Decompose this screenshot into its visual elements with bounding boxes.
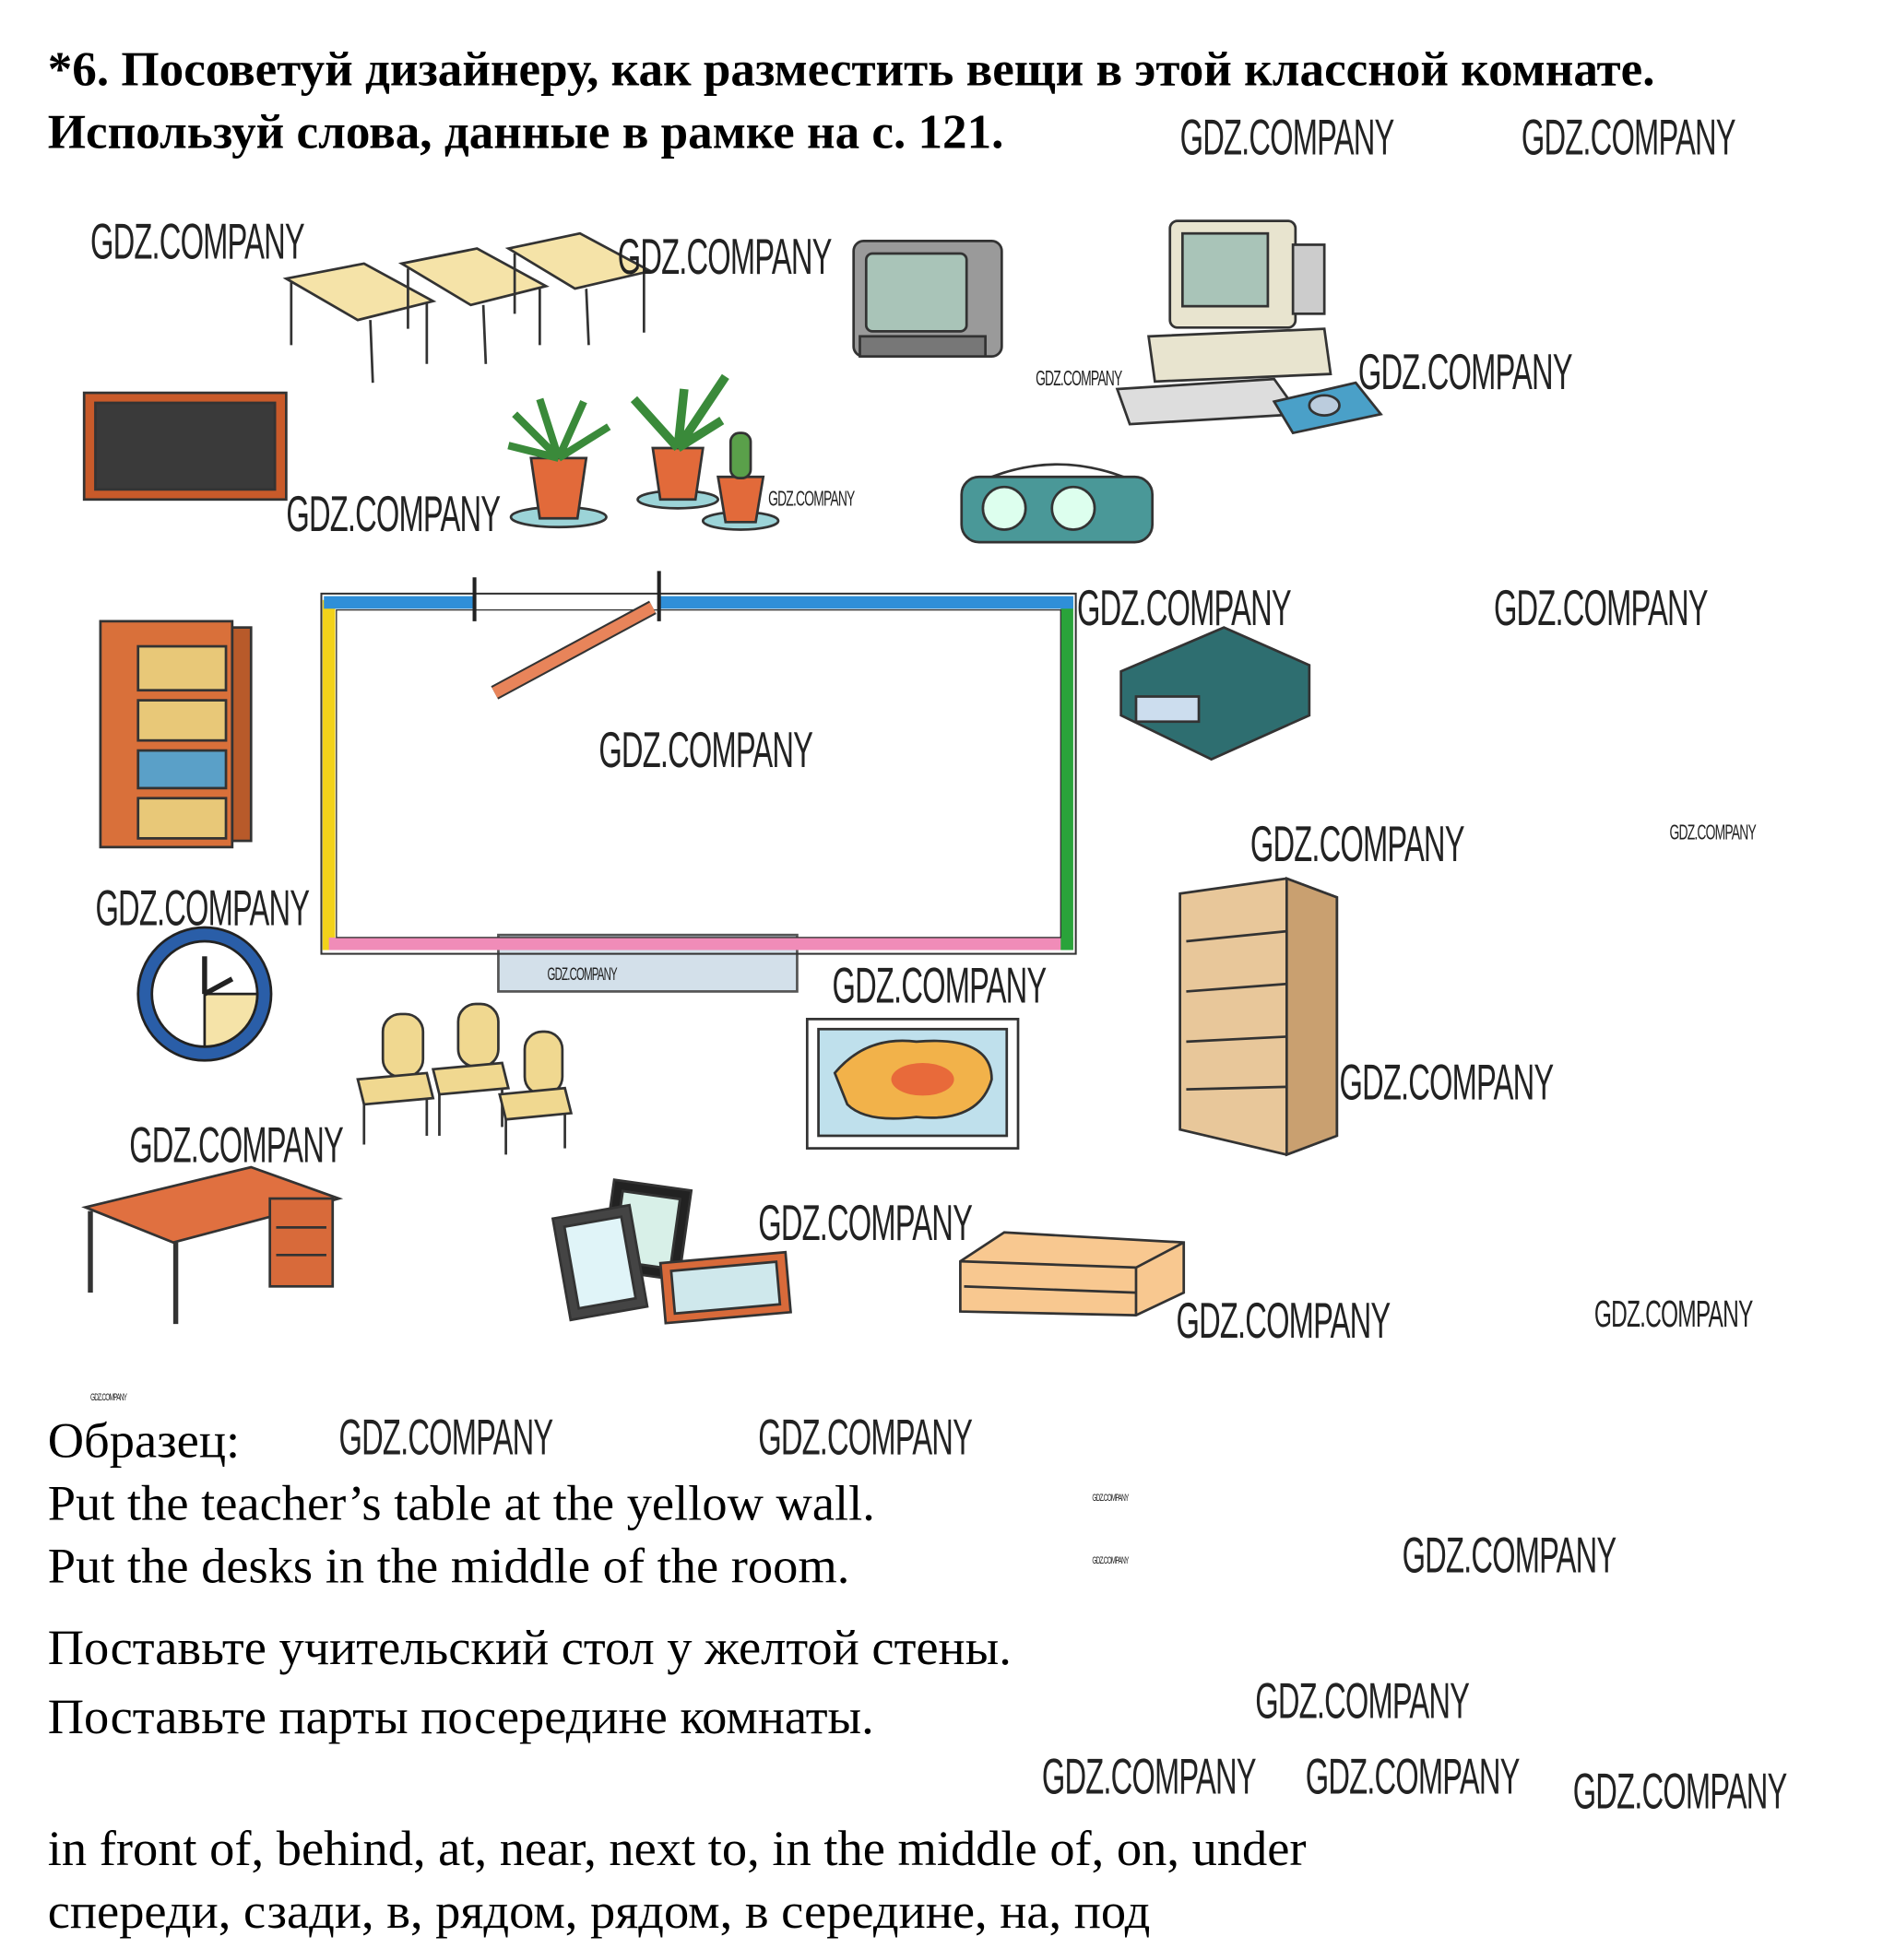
watermark: GDZ.COMPANY	[286, 487, 501, 543]
computer-icon	[1115, 219, 1383, 435]
teacher-desk-icon	[81, 1165, 344, 1325]
watermark: GDZ.COMPANY	[1092, 1554, 1129, 1566]
room-plan	[320, 571, 1077, 993]
tv-icon	[852, 240, 1003, 358]
watermark: GDZ.COMPANY	[1402, 1529, 1617, 1584]
watermark: GDZ.COMPANY	[617, 230, 833, 286]
watermark: GDZ.COMPANY	[1036, 366, 1122, 391]
watermark: GDZ.COMPANY	[1249, 817, 1465, 873]
watermark: GDZ.COMPANY	[1339, 1055, 1555, 1111]
watermark: GDZ.COMPANY	[1255, 1673, 1470, 1730]
watermark: GDZ.COMPANY	[598, 723, 813, 779]
watermark: GDZ.COMPANY	[129, 1117, 344, 1174]
watermark: GDZ.COMPANY	[1076, 581, 1292, 637]
word-box-ru: спереди, сзади, в, рядом, рядом, в серед…	[47, 1882, 1151, 1940]
map-icon	[805, 1018, 1020, 1150]
watermark: GDZ.COMPANY	[1669, 821, 1757, 845]
watermark: GDZ.COMPANY	[1179, 110, 1395, 166]
example-ru-line-1: Поставьте учительский стол у желтой стен…	[47, 1619, 1012, 1676]
watermark: GDZ.COMPANY	[758, 1411, 973, 1466]
plants-icon	[507, 373, 780, 531]
example-en-line-2: Put the desks in the middle of the room.	[47, 1537, 850, 1594]
watermark: GDZ.COMPANY	[1521, 110, 1736, 166]
low-shelf-icon	[959, 1231, 1186, 1317]
watermark: GDZ.COMPANY	[768, 487, 855, 512]
example-ru-line-2: Поставьте парты посередине комнаты.	[47, 1687, 874, 1745]
desks-icon	[282, 231, 654, 384]
word-box-en: in front of, behind, at, near, next to, …	[47, 1819, 1307, 1877]
task-title-line-1: *6. Посоветуй дизайнеру, как разместить …	[47, 42, 1655, 97]
watermark: GDZ.COMPANY	[90, 214, 305, 270]
watermark: GDZ.COMPANY	[1357, 345, 1573, 401]
shelves-icon	[1178, 876, 1339, 1157]
watermark: GDZ.COMPANY	[758, 1196, 973, 1252]
task-title-line-2: Используй слова, данные в рамке на с. 12…	[47, 105, 1004, 159]
bookcase-icon	[99, 620, 253, 849]
watermark: GDZ.COMPANY	[1041, 1749, 1257, 1805]
watermark: GDZ.COMPANY	[95, 880, 310, 937]
pictures-icon	[551, 1178, 792, 1325]
classroom-illustration	[81, 219, 1383, 1325]
example-label: Образец:	[47, 1411, 241, 1469]
watermark: GDZ.COMPANY	[1493, 581, 1709, 637]
watermark: GDZ.COMPANY	[1305, 1749, 1521, 1805]
watermark: GDZ.COMPANY	[547, 963, 618, 985]
watermark: GDZ.COMPANY	[832, 959, 1048, 1014]
watermark: GDZ.COMPANY	[1176, 1293, 1392, 1350]
watermark: GDZ.COMPANY	[338, 1411, 554, 1466]
watermark: GDZ.COMPANY	[1092, 1492, 1129, 1504]
chairs-icon	[356, 1002, 574, 1155]
example-en-line-1: Put the teacher’s table at the yellow wa…	[47, 1474, 875, 1531]
chalkboard-icon	[82, 391, 288, 502]
watermark: GDZ.COMPANY	[1572, 1764, 1788, 1820]
watermark: GDZ.COMPANY	[1593, 1293, 1753, 1336]
vcr-icon	[1119, 626, 1311, 762]
clock-icon	[136, 926, 273, 1062]
watermark: GDZ.COMPANY	[90, 1391, 127, 1403]
boombox-icon	[960, 463, 1155, 544]
